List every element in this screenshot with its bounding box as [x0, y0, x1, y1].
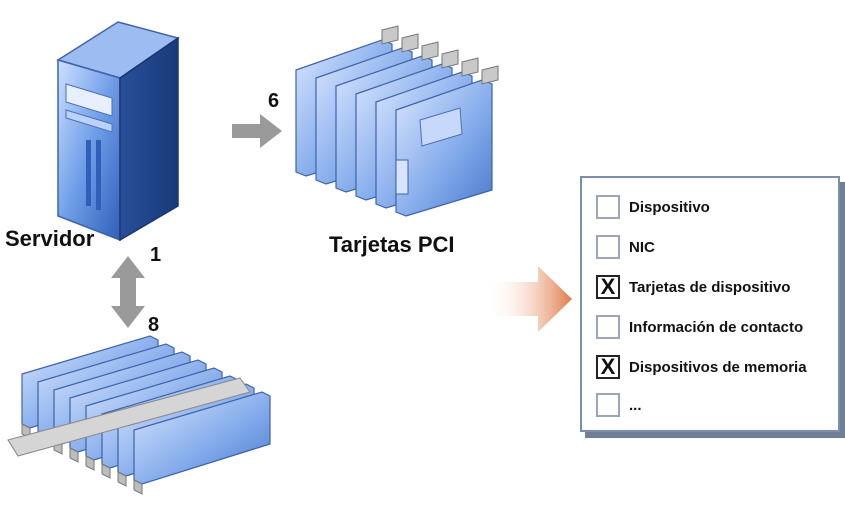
arrow-server-memory-icon	[111, 256, 145, 328]
checklist-panel: Dispositivo NIC X Tarjetas de dispositiv…	[580, 176, 840, 432]
count-memory-side: 8	[148, 314, 160, 336]
checklist-label: Tarjetas de dispositivo	[629, 278, 791, 296]
checkbox-contacto[interactable]	[596, 315, 620, 339]
count-server-side: 1	[150, 244, 162, 266]
checkbox-memoria[interactable]: X	[596, 355, 620, 379]
memory-modules-icon	[7, 335, 271, 495]
count-server-pci: 6	[268, 90, 280, 112]
checklist-item-memoria[interactable]: X Dispositivos de memoria	[596, 354, 807, 380]
checklist-item-dispositivo[interactable]: Dispositivo	[596, 194, 710, 220]
checklist-item-tarjetas[interactable]: X Tarjetas de dispositivo	[596, 274, 790, 300]
pci-label: Tarjetas PCI	[329, 232, 455, 257]
checklist-item-contacto[interactable]: Información de contacto	[596, 314, 803, 340]
checklist-label: Dispositivos de memoria	[629, 358, 807, 376]
checkbox-more[interactable]	[596, 393, 620, 417]
checklist-label: NIC	[629, 238, 655, 256]
checkbox-tarjetas[interactable]: X	[596, 275, 620, 299]
pci-cards-icon	[295, 25, 499, 217]
checklist-item-nic[interactable]: NIC	[596, 234, 655, 260]
checklist-label: Dispositivo	[629, 198, 710, 216]
checkbox-nic[interactable]	[596, 235, 620, 259]
arrow-server-to-pci-icon	[232, 114, 282, 148]
server-label: Servidor	[5, 226, 95, 251]
arrow-to-checklist-icon	[486, 266, 572, 332]
server-icon	[56, 21, 180, 242]
checkbox-dispositivo[interactable]	[596, 195, 620, 219]
checklist-label: Información de contacto	[629, 318, 804, 336]
checklist-item-more[interactable]: ...	[596, 392, 642, 418]
checklist-label: ...	[629, 396, 642, 414]
